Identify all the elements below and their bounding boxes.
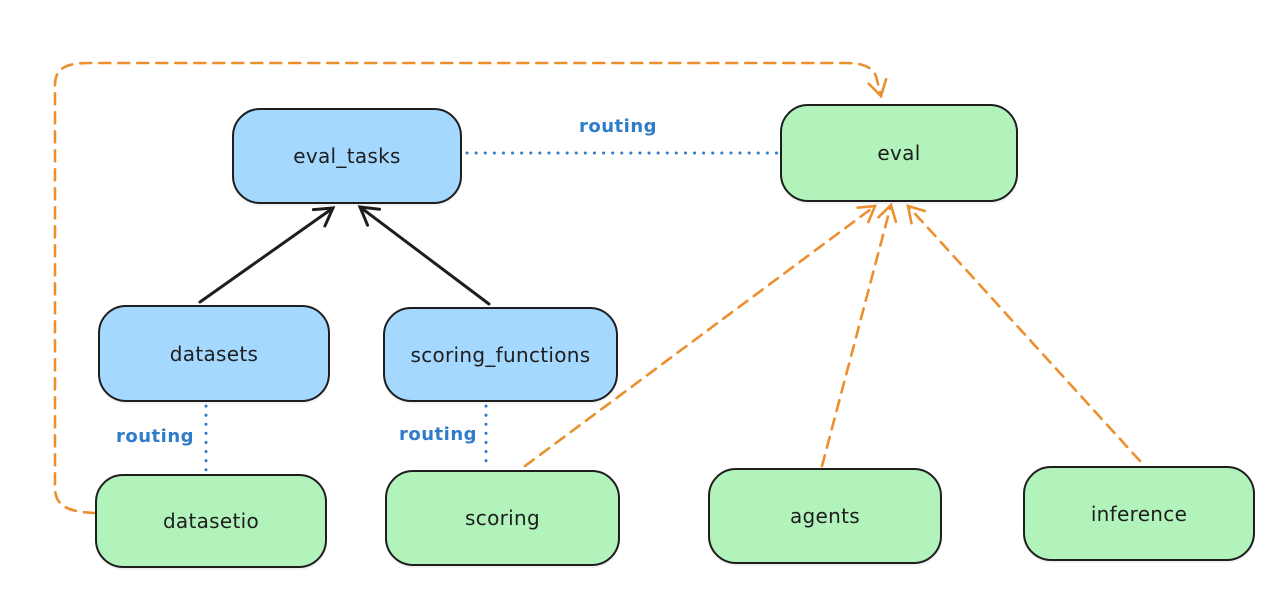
edge-scoring_functions-to-eval_tasks: [357, 205, 491, 306]
node-eval_tasks: eval_tasks: [232, 108, 462, 204]
node-inference: inference: [1023, 466, 1255, 561]
node-datasets-label: datasets: [169, 341, 259, 366]
node-eval-label: eval: [877, 141, 921, 165]
node-datasets: datasets: [98, 305, 330, 402]
edge-datasets-to-eval_tasks: [198, 206, 336, 304]
node-scoring_functions-label: scoring_functions: [410, 342, 591, 367]
edge-inference-to-eval: [906, 204, 1142, 463]
edge-label-routing-datasets-datasetio: routing: [115, 426, 195, 447]
node-scoring: scoring: [385, 470, 620, 566]
edge-agents-to-eval: [820, 202, 898, 468]
node-agents-label: agents: [790, 504, 860, 528]
node-datasetio: datasetio: [95, 474, 327, 568]
node-scoring-label: scoring: [465, 506, 540, 530]
edge-label-routing-eval_tasks-eval: routing: [578, 116, 658, 137]
edge-label-routing-scoring_functions-scoring: routing: [398, 424, 478, 445]
node-scoring_functions: scoring_functions: [383, 307, 618, 402]
node-agents: agents: [708, 468, 942, 564]
node-eval: eval: [780, 104, 1018, 202]
node-datasetio-label: datasetio: [162, 509, 260, 533]
node-eval_tasks-label: eval_tasks: [293, 144, 401, 168]
node-inference-label: inference: [1090, 501, 1188, 526]
